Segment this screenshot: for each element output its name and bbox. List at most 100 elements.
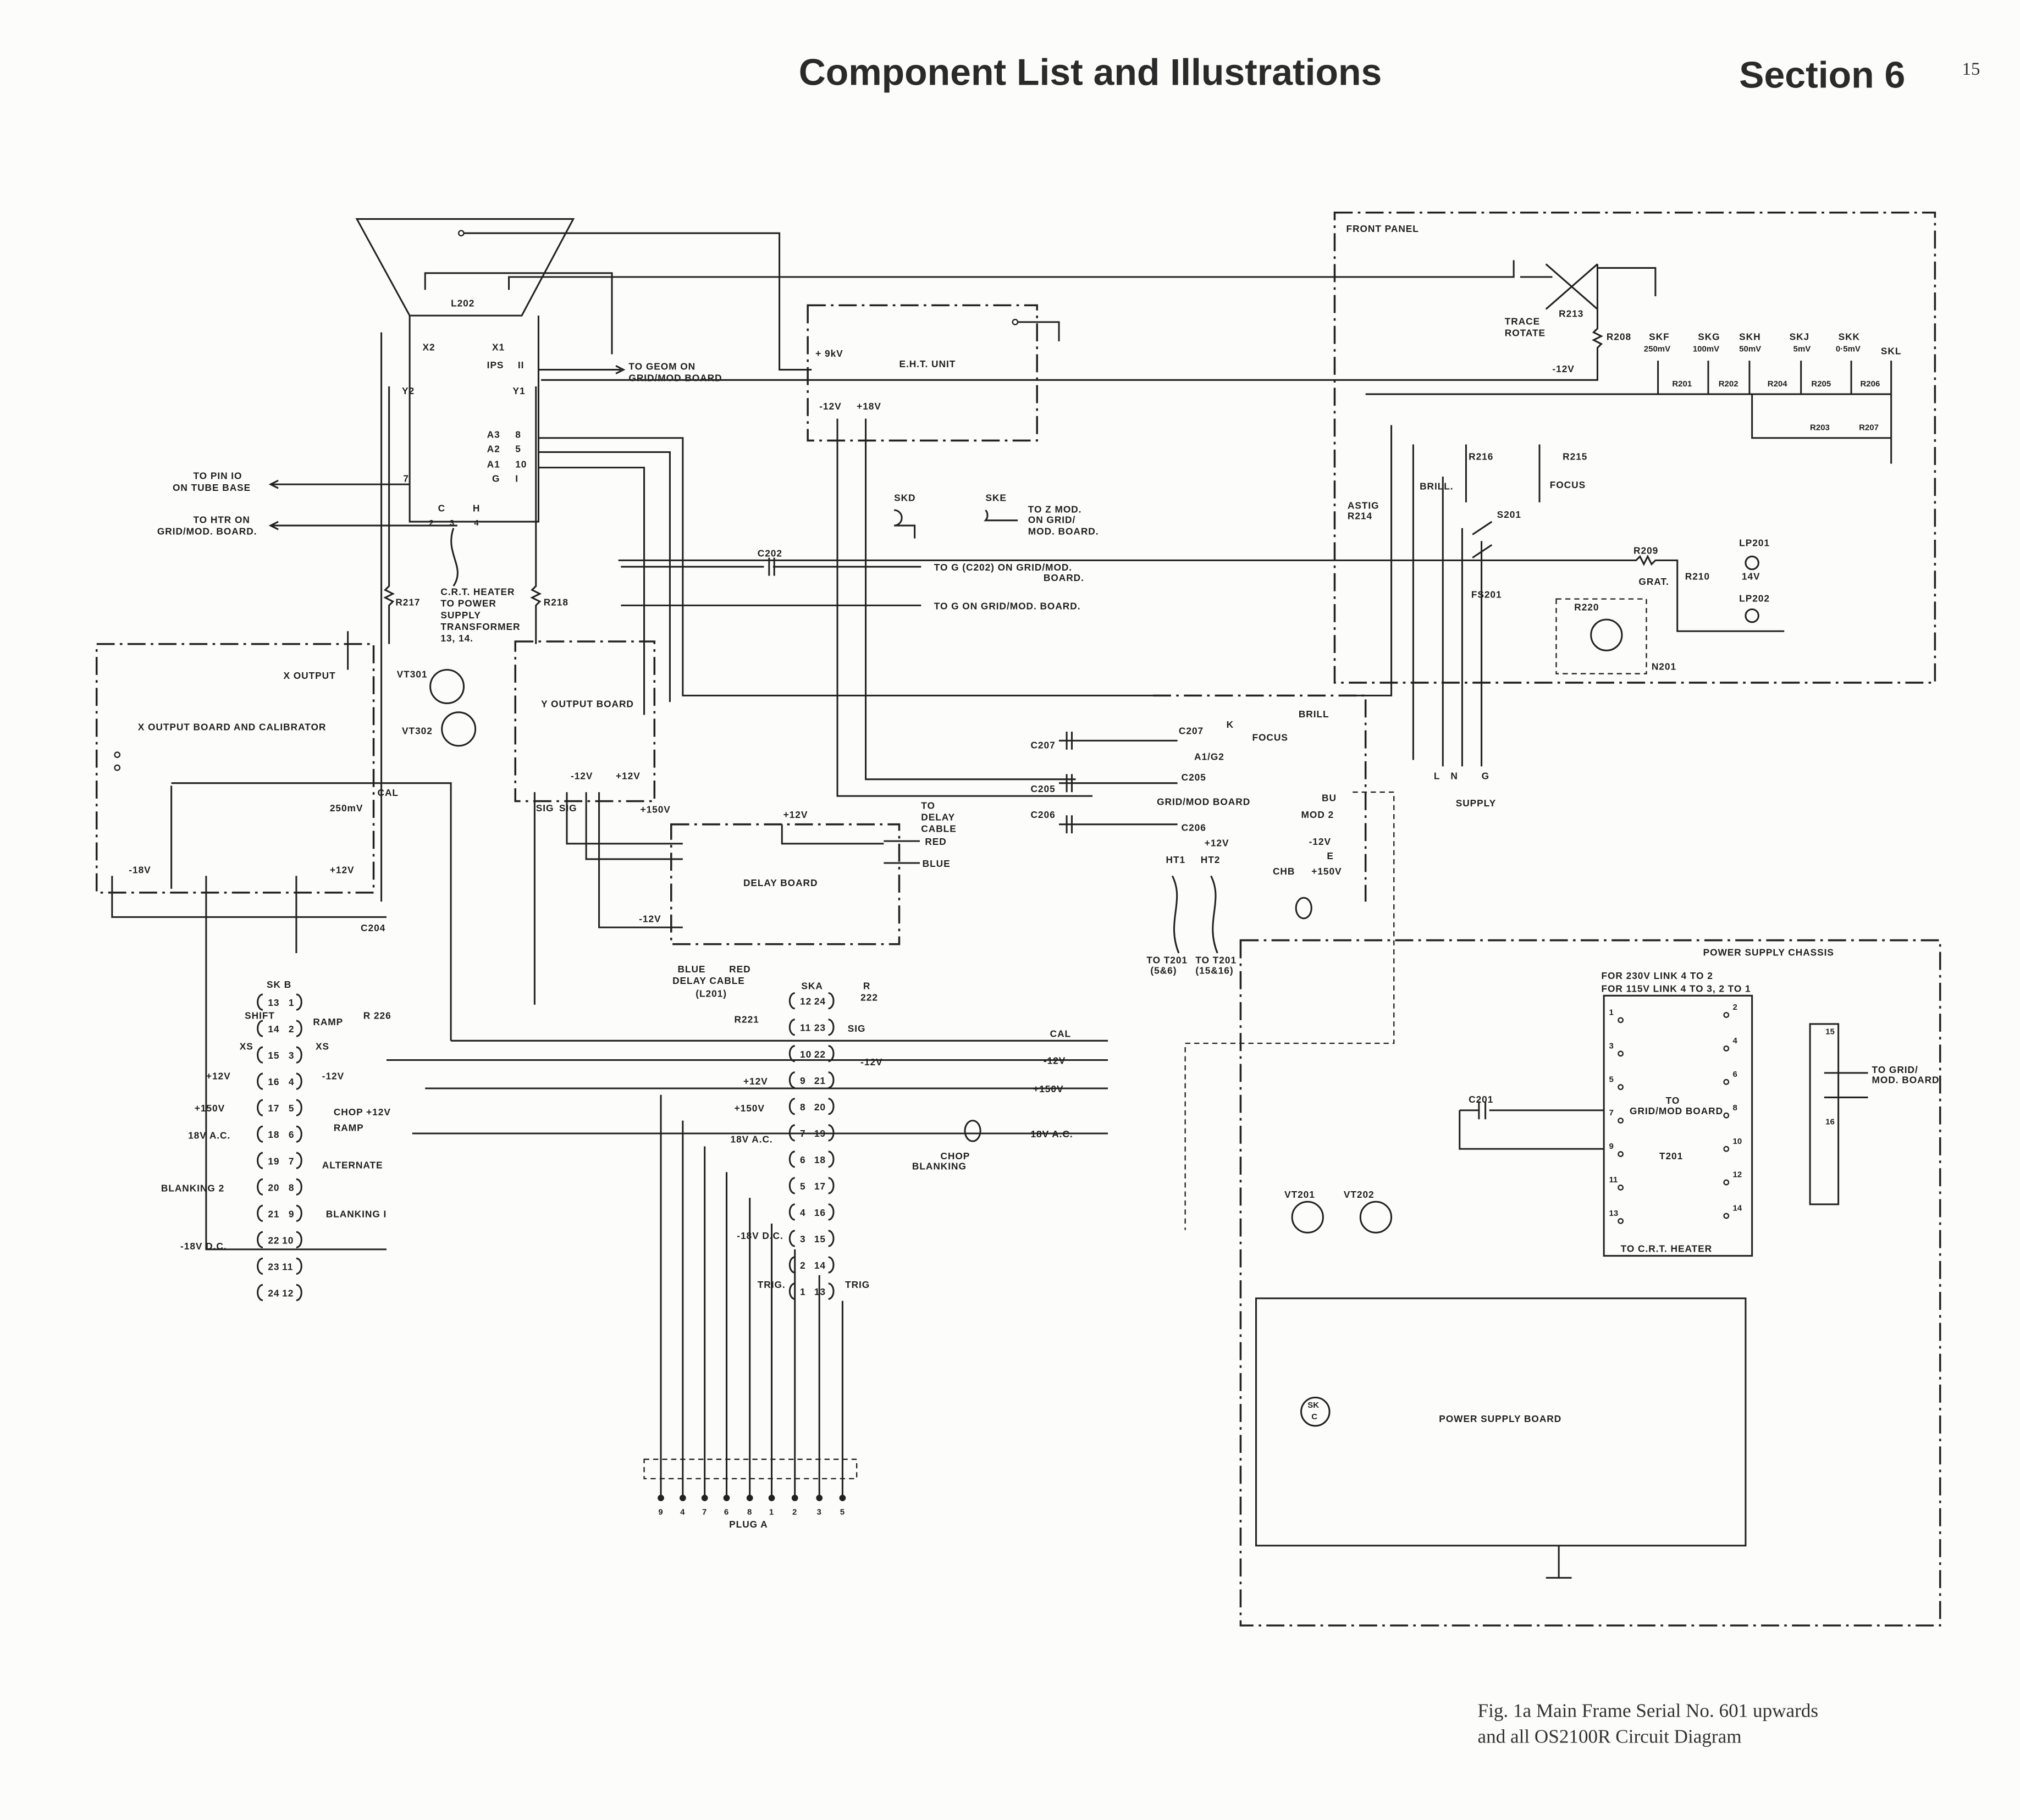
t201-pin: 9 (1609, 1142, 1614, 1151)
chb-label: CHB (1273, 866, 1295, 877)
skb-m18dc: -18V D.C. (180, 1241, 227, 1252)
delay-to-label: TO (921, 800, 935, 811)
pin-number: 1 (289, 997, 295, 1008)
t201-terminal (1618, 1151, 1624, 1157)
socket-name: SKK (1839, 331, 1860, 342)
trace-label: TRACE (1505, 316, 1540, 327)
socket-value: 250mV (1644, 345, 1670, 354)
eht-9kv: + 9kV (815, 348, 843, 359)
gm-p150-label: +150V (1311, 866, 1342, 877)
grid-mod-title: GRID/MOD BOARD (1157, 796, 1250, 807)
r221-label: R221 (735, 1014, 759, 1025)
y-m12-label: -12V (571, 771, 593, 782)
r226-label: R 226 (363, 1010, 391, 1021)
pin-number: 19 (814, 1128, 826, 1139)
r204-label: R204 (1768, 379, 1787, 389)
pin-number: 22 (268, 1235, 279, 1246)
r215-label: R215 (1563, 451, 1587, 462)
grat-label: GRAT. (1638, 576, 1669, 587)
r206-label: R206 (1860, 379, 1880, 389)
c207-board-label: C207 (1179, 726, 1204, 737)
crt-tube: L202 X2 X1 IPS II Y2 Y1 A3 8 A2 5 A1 10 … (157, 218, 1515, 715)
htr-label-2: GRID/MOD. BOARD. (157, 525, 257, 536)
pin-number: 6 (800, 1154, 806, 1165)
x-output-board: X OUTPUT X OUTPUT BOARD AND CALIBRATOR C… (95, 332, 452, 1251)
t201-terminal (1723, 1012, 1730, 1018)
astig-label: ASTIG (1348, 500, 1379, 511)
rotate-label: ROTATE (1505, 328, 1546, 339)
t201-terminal (1618, 1050, 1624, 1057)
sig-label-2: SIG (559, 803, 577, 814)
zmod-label: MOD. BOARD. (1028, 525, 1099, 536)
plug-pin-number: 5 (840, 1508, 845, 1517)
t201a-label: TO T201 (1146, 955, 1188, 966)
pin-number: 11 (800, 1022, 811, 1033)
ska-trig-2: TRIG (845, 1279, 870, 1290)
pin-number: 14 (814, 1260, 826, 1271)
t201-terminal (1618, 1084, 1624, 1091)
eht-title: E.H.T. UNIT (899, 358, 956, 369)
page-number: 15 (1962, 59, 1980, 79)
ska-sig: SIG (848, 1023, 866, 1034)
t201-terminal (1618, 1017, 1624, 1024)
pin10-label-2: ON TUBE BASE (173, 482, 251, 493)
skb-chop: CHOP +12V (334, 1107, 391, 1118)
skb-ramp-2: RAMP (334, 1122, 364, 1133)
vt302-label: VT302 (402, 726, 433, 737)
pin-a2: A2 (487, 444, 500, 455)
c204-label: C204 (361, 922, 385, 933)
pin-1: I (515, 473, 518, 484)
t201-pin: 14 (1732, 1204, 1742, 1213)
blanking-label: BLANKING (912, 1161, 967, 1172)
socket-name: SKG (1698, 331, 1720, 342)
eht-unit: + 9kV E.H.T. UNIT -12V +18V (807, 304, 1092, 797)
pin-4: 4 (474, 518, 479, 528)
delay-red-label: RED (729, 964, 750, 975)
r220-label: R220 (1574, 602, 1599, 613)
heater-note: SUPPLY (440, 610, 481, 621)
front-panel-title: FRONT PANEL (1346, 223, 1419, 234)
r213-label: R213 (1559, 308, 1583, 319)
delay-blue-label: BLUE (677, 964, 705, 975)
t201-pin: 8 (1732, 1103, 1737, 1113)
t201-pin: 7 (1609, 1108, 1614, 1118)
skb-title: SK B (267, 979, 291, 990)
r205-label: R205 (1811, 379, 1831, 389)
cal-line-label: CAL (1050, 1028, 1071, 1039)
tog-label: TO G ON GRID/MOD. BOARD. (934, 600, 1081, 611)
to-grid-label: TO GRID/ (1872, 1064, 1918, 1075)
geom-label: TO GEOM ON (628, 361, 696, 372)
ska-title: SKA (801, 981, 823, 992)
pin-number: 6 (289, 1129, 295, 1140)
middle-connections: SKD SKE TO Z MOD. ON GRID/ MOD. BOARD. C… (386, 493, 1108, 1172)
delay-m12-label: -12V (639, 914, 661, 925)
r209-label: R209 (1633, 545, 1658, 556)
ht2-label: HT2 (1201, 854, 1221, 865)
pin-number: 14 (268, 1024, 279, 1035)
pin-number: 16 (268, 1076, 279, 1087)
pin-number: 17 (814, 1181, 826, 1192)
geom-label-2: GRID/MOD BOARD (628, 373, 722, 384)
plug-pin-number: 3 (817, 1508, 821, 1517)
tog-c202-label: TO G (C202) ON GRID/MOD. (934, 562, 1072, 573)
t201-pin: 2 (1732, 1003, 1737, 1012)
r216-label: R216 (1469, 451, 1493, 462)
a1g2-label: A1/G2 (1194, 751, 1224, 762)
cable-label: CABLE (921, 823, 956, 834)
fp-m12-label: -12V (1552, 363, 1574, 374)
socket-value: 5mV (1793, 345, 1811, 354)
ac18-line-label: 18V A.C. (1030, 1128, 1073, 1139)
pin-number: 7 (800, 1128, 806, 1139)
